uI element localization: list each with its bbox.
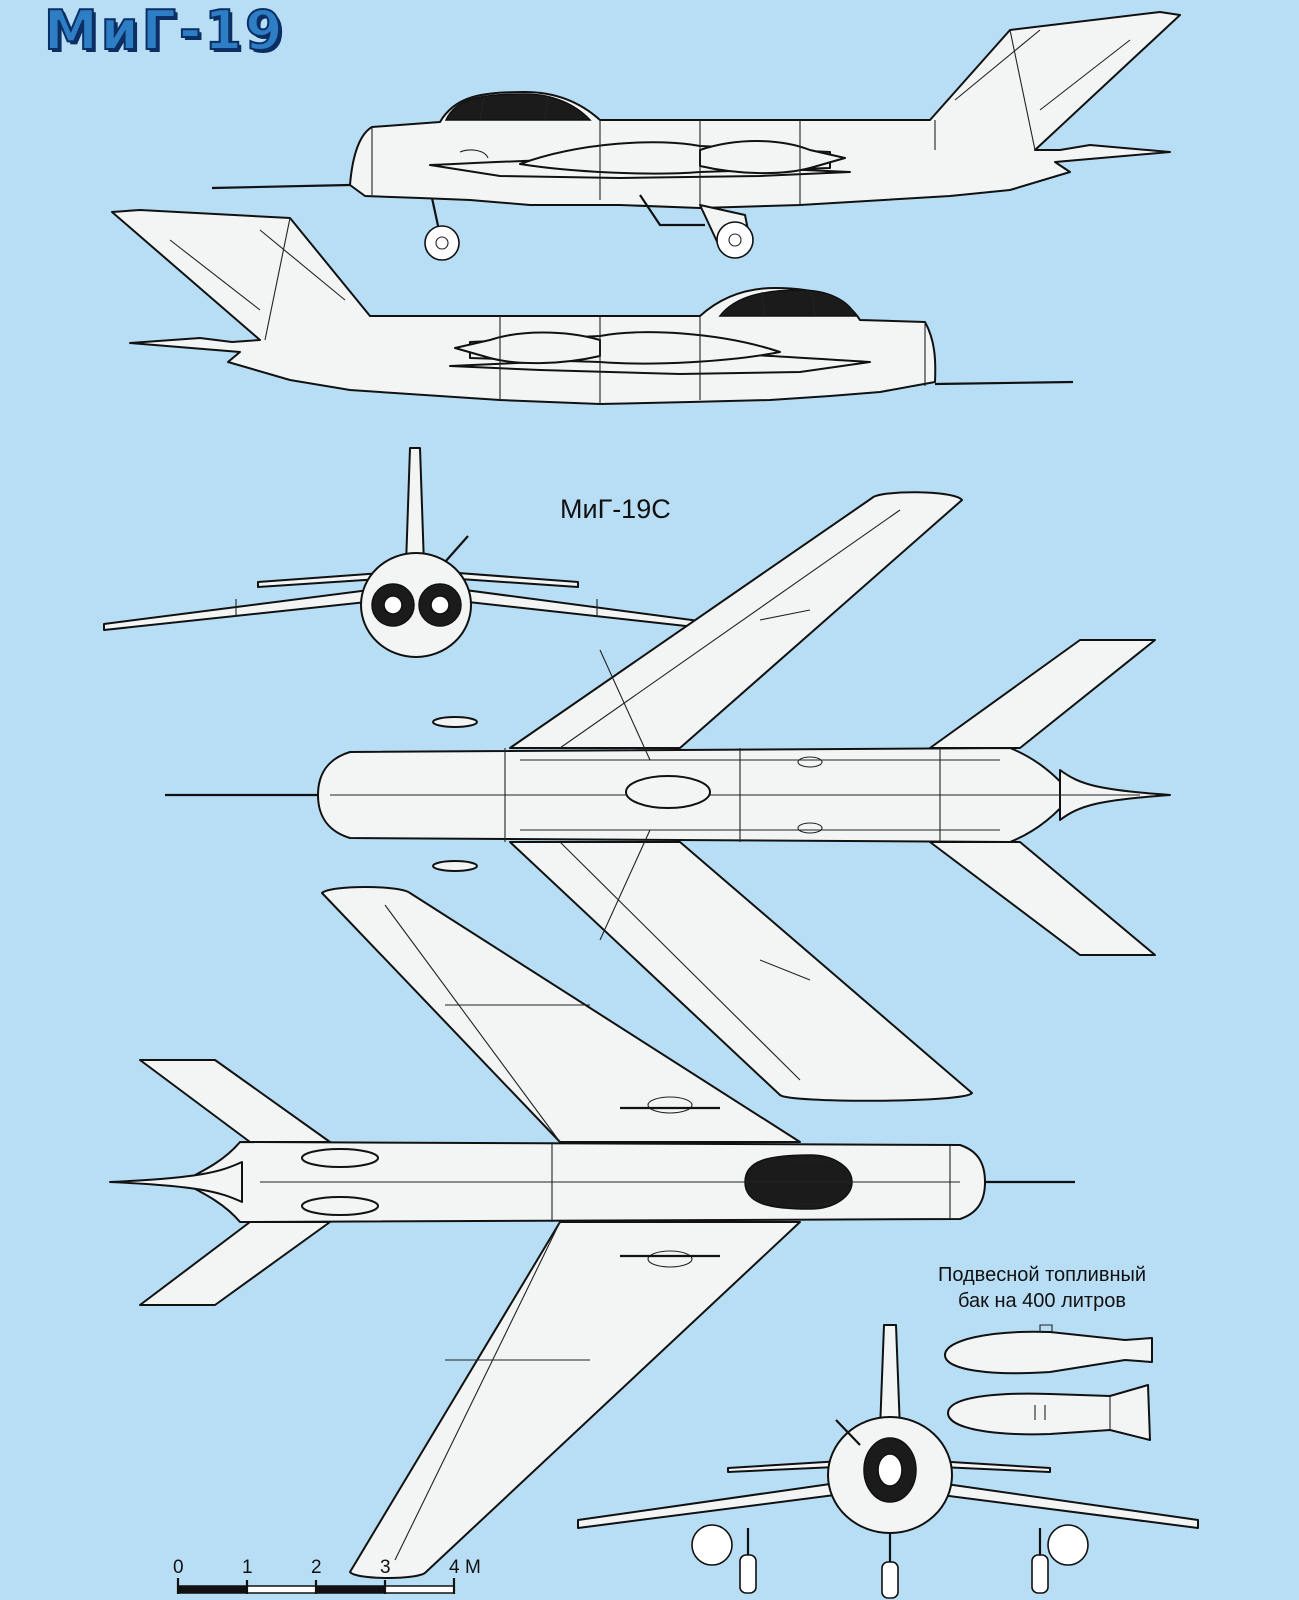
page-title: МиГ-19 (43, 0, 286, 62)
side-view-right (111, 209, 1074, 405)
drop-tank-caption-line2: бак на 400 литров (958, 1290, 1126, 1312)
top-view (109, 886, 1075, 1579)
scale-bar (176, 1578, 456, 1594)
side-view-left (211, 11, 1181, 261)
drop-tank-drawing (944, 1324, 1153, 1441)
scale-tick-4: 4 (449, 1557, 460, 1578)
front-view-upper (103, 447, 723, 658)
variant-label: МиГ-19С (560, 494, 671, 524)
scale-unit: М (465, 1557, 481, 1578)
drop-tank-caption: Подвесной топливный бак на 400 литров (892, 1262, 1192, 1314)
scale-tick-1: 1 (242, 1557, 253, 1578)
bottom-view (165, 491, 1171, 1102)
scale-tick-2: 2 (311, 1557, 322, 1578)
drop-tank-caption-line1: Подвесной топливный (937, 1264, 1147, 1286)
scale-tick-3: 3 (380, 1557, 391, 1578)
scale-tick-0: 0 (173, 1557, 184, 1578)
front-view-lower (577, 1324, 1199, 1599)
